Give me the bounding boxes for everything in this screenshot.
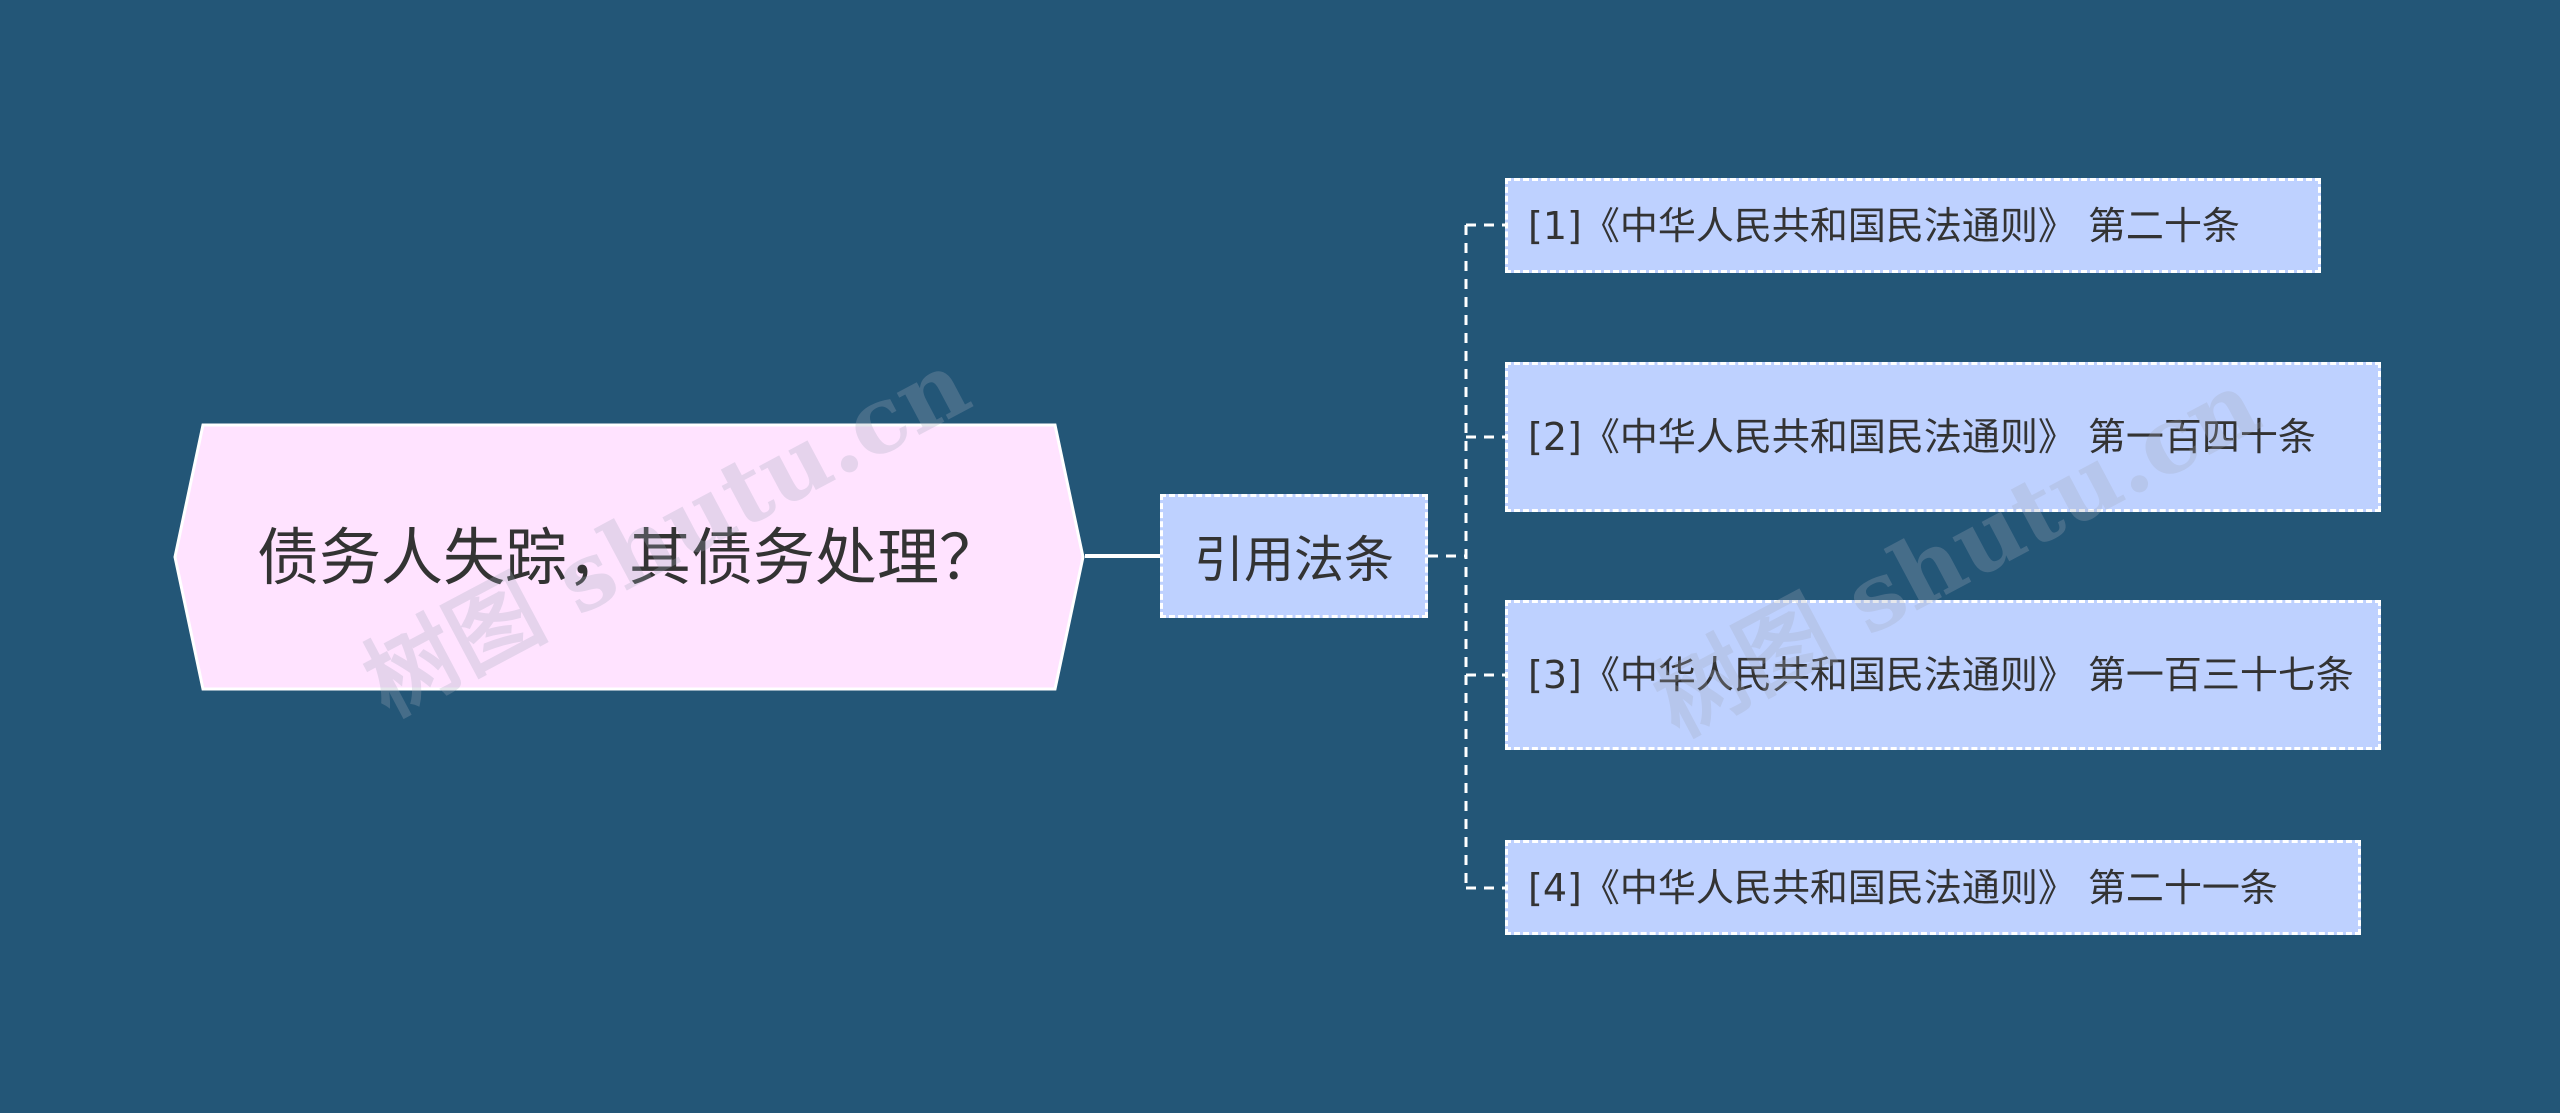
leaf-node-label: [3]《中华人民共和国民法通则》 第一百三十七条 xyxy=(1528,653,2354,697)
leaf-node-2[interactable]: [2]《中华人民共和国民法通则》 第一百四十条 xyxy=(1505,362,2381,512)
leaf-node-4[interactable]: [4]《中华人民共和国民法通则》 第二十一条 xyxy=(1505,840,2361,935)
leaf-node-label: [1]《中华人民共和国民法通则》 第二十条 xyxy=(1528,203,2240,248)
leaf-node-label: [2]《中华人民共和国民法通则》 第一百四十条 xyxy=(1528,415,2316,459)
leaf-node-1[interactable]: [1]《中华人民共和国民法通则》 第二十条 xyxy=(1505,178,2321,273)
root-node-shape xyxy=(173,423,1085,691)
leaf-node-3[interactable]: [3]《中华人民共和国民法通则》 第一百三十七条 xyxy=(1505,600,2381,750)
branch-node-label: 引用法条 xyxy=(1194,531,1394,589)
root-node-label: 债务人失踪，其债务处理？ xyxy=(256,521,1001,594)
root-node[interactable]: 债务人失踪，其债务处理？ xyxy=(173,423,1085,691)
leaf-node-label: [4]《中华人民共和国民法通则》 第二十一条 xyxy=(1528,865,2278,910)
branch-node-cited-laws[interactable]: 引用法条 xyxy=(1160,494,1428,618)
